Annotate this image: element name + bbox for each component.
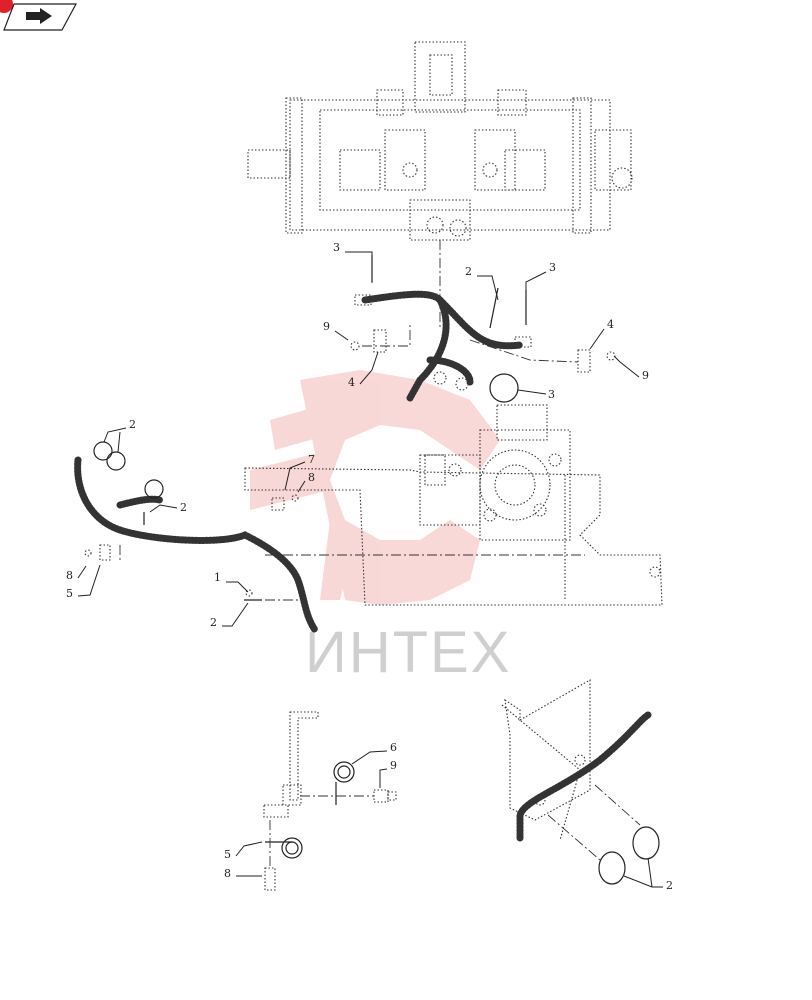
callout-8-detail[interactable]: 8 [224, 867, 231, 880]
callout-5-detail[interactable]: 5 [224, 848, 231, 861]
callout-9-right[interactable]: 9 [642, 369, 649, 382]
callout-4-left[interactable]: 4 [348, 376, 355, 389]
callout-2-top[interactable]: 2 [465, 265, 472, 278]
book-arrow-icon[interactable] [0, 0, 78, 31]
callout-8[interactable]: 8 [308, 471, 315, 484]
callout-9-detail[interactable]: 9 [390, 759, 397, 772]
callout-2-lower[interactable]: 2 [210, 616, 217, 629]
detail-plate-clamp [501, 679, 660, 885]
callout-9-left[interactable]: 9 [323, 320, 330, 333]
frame-motor [244, 404, 663, 606]
callout-4-right[interactable]: 4 [607, 318, 614, 331]
callout-7[interactable]: 7 [308, 453, 315, 466]
callout-2-clamps[interactable]: 2 [129, 418, 136, 431]
watermark-logo [250, 370, 500, 605]
callout-6-detail[interactable]: 6 [390, 741, 397, 754]
watermark-text: ИНТЕХ [305, 620, 511, 685]
callout-8-lower[interactable]: 8 [66, 569, 73, 582]
callout-2-detail[interactable]: 2 [666, 879, 673, 892]
hose-lower [74, 456, 319, 634]
callout-3-mid[interactable]: 3 [548, 388, 555, 401]
callout-1[interactable]: 1 [214, 571, 221, 584]
callout-5-lower[interactable]: 5 [66, 587, 73, 600]
detail-bracket [263, 711, 397, 891]
pump-assembly-top [247, 41, 633, 241]
callout-3-top[interactable]: 3 [333, 241, 340, 254]
callout-3-top-right[interactable]: 3 [549, 261, 556, 274]
hose-upper [361, 290, 524, 402]
callout-2-clamp-b[interactable]: 2 [180, 501, 187, 514]
